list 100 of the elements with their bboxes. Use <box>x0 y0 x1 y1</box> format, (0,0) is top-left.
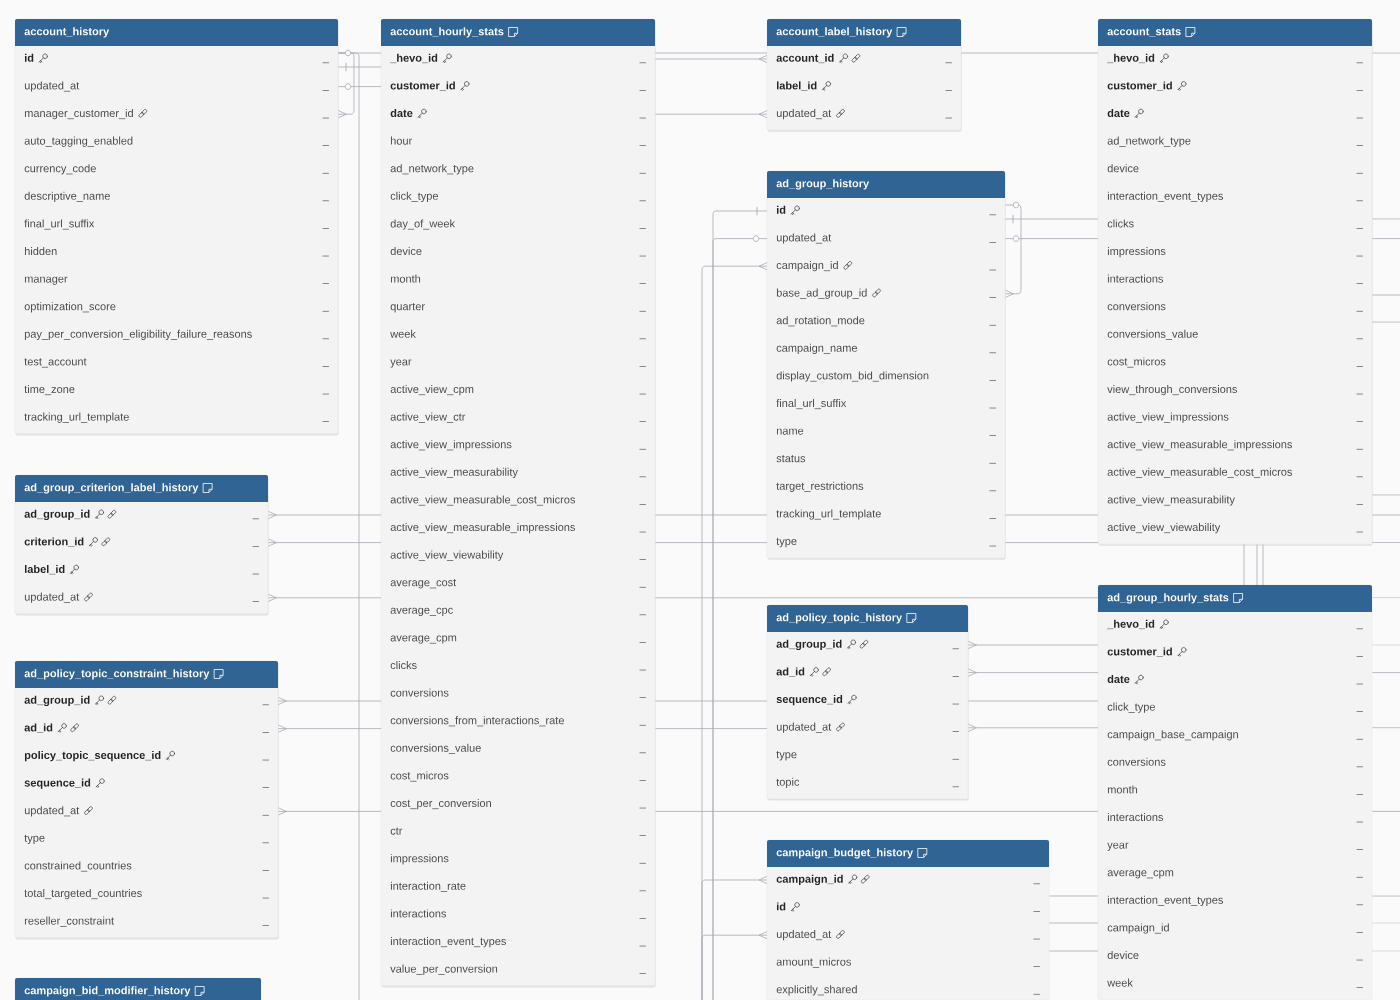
column-name: target_restrictions <box>776 481 864 492</box>
column-name: updated_at <box>776 722 832 733</box>
column-type: _ <box>1033 883 1040 885</box>
column-type: _ <box>1356 200 1363 202</box>
column-type: _ <box>1356 448 1363 450</box>
column-name: clicks <box>390 661 417 670</box>
column-type: _ <box>1356 711 1363 712</box>
column-type: _ <box>1356 656 1363 657</box>
relationship-line <box>1372 672 1400 673</box>
column-name: interaction_event_types <box>1107 191 1223 202</box>
column-name: average_cpm <box>390 635 457 644</box>
column-type: _ <box>989 352 996 354</box>
relationship-line <box>1372 321 1400 323</box>
column-name: final_url_suffix <box>24 219 95 230</box>
column-name: status <box>776 455 806 463</box>
column-name: account_id <box>776 53 834 64</box>
column-name: active_view_measurable_impressions <box>390 523 575 534</box>
column-name: active_view_viewability <box>390 550 504 561</box>
column-name: active_view_measurable_cost_micros <box>1107 467 1292 478</box>
relationship-line <box>338 52 360 1000</box>
column-type: _ <box>322 393 329 395</box>
column-type: _ <box>262 759 269 761</box>
column-type: _ <box>639 862 646 864</box>
column-name: label_id <box>777 81 817 91</box>
relationship-line <box>278 697 382 705</box>
column-name: updated_at <box>24 81 80 92</box>
relationship-line <box>268 511 382 519</box>
column-type: _ <box>1033 993 1040 995</box>
column-type: _ <box>639 448 646 450</box>
column-type: _ <box>639 476 646 478</box>
column-type: _ <box>639 724 646 726</box>
column-type: _ <box>1356 959 1363 961</box>
relationship-line <box>1256 544 1258 586</box>
column-type: _ <box>1356 310 1363 312</box>
column-type: _ <box>639 200 646 202</box>
column-name: customer_id <box>1107 647 1172 657</box>
column-name: total_targeted_countries <box>24 889 142 900</box>
column-type: _ <box>639 366 646 367</box>
column-type: _ <box>945 90 952 91</box>
column-type: _ <box>952 731 959 732</box>
relationship-line <box>655 728 768 729</box>
relationship-line <box>1372 238 1400 239</box>
column-type: _ <box>945 117 952 119</box>
column-name: auto_tagging_enabled <box>24 136 133 147</box>
column-name: id <box>25 53 34 62</box>
column-name: ad_network_type <box>390 164 474 175</box>
column-name: cost_per_conversion <box>390 799 491 810</box>
column-name: interactions <box>390 909 447 918</box>
column-name: updated_at <box>776 109 832 120</box>
column-name: hidden <box>25 247 57 256</box>
relationship-line <box>1005 218 1099 220</box>
column-name: interaction_event_types <box>390 937 506 948</box>
column-type: _ <box>1356 904 1363 906</box>
relationship-line <box>1372 218 1400 220</box>
column-name: month <box>1107 785 1138 794</box>
column-type: _ <box>989 407 996 409</box>
column-name: active_view_cpm <box>390 385 474 396</box>
column-name: customer_id <box>390 81 455 91</box>
column-name: topic <box>776 777 800 788</box>
relationship-line <box>1243 544 1245 586</box>
relationship-line <box>1262 544 1264 586</box>
column-type: _ <box>262 787 269 788</box>
column-type: _ <box>1356 504 1363 505</box>
column-type: _ <box>989 269 996 271</box>
relationship-line <box>968 641 1099 649</box>
column-name: id <box>777 902 786 911</box>
column-type: _ <box>639 338 646 340</box>
relationship-line <box>655 597 1099 599</box>
column-name: pay_per_conversion_eligibility_failure_reasons <box>24 329 252 340</box>
column-type: _ <box>322 117 329 119</box>
column-type: _ <box>989 435 996 436</box>
column-type: _ <box>989 214 996 216</box>
column-type: _ <box>639 945 646 947</box>
column-type: _ <box>322 172 329 174</box>
column-name: label_id <box>25 565 65 575</box>
column-type: _ <box>639 642 646 643</box>
column-name: ctr <box>390 827 403 835</box>
column-name: week <box>1107 978 1133 987</box>
column-name: click_type <box>390 191 438 202</box>
column-type: _ <box>1356 628 1363 630</box>
column-type: _ <box>989 297 996 298</box>
entity-table: campaign_bid_modifier_history <box>14 977 262 1000</box>
column-name: updated_at <box>776 930 832 941</box>
relationship-line <box>268 593 382 602</box>
column-type: _ <box>1356 90 1363 91</box>
column-type: _ <box>1356 738 1363 740</box>
column-type: _ <box>639 255 646 257</box>
column-type: _ <box>1356 366 1363 367</box>
column-name: conversions <box>390 688 449 697</box>
column-type: _ <box>639 614 646 616</box>
column-name: conversions_value <box>390 743 481 754</box>
column-name: impressions <box>390 854 449 865</box>
column-type: _ <box>639 752 646 754</box>
column-name: ad_group_id <box>24 695 90 707</box>
column-name: name <box>776 428 804 435</box>
column-name: device <box>1107 164 1139 173</box>
column-name: currency_code <box>24 164 96 175</box>
column-name: date <box>1107 109 1130 118</box>
relationship-line <box>278 724 382 733</box>
column-type: _ <box>952 648 959 650</box>
